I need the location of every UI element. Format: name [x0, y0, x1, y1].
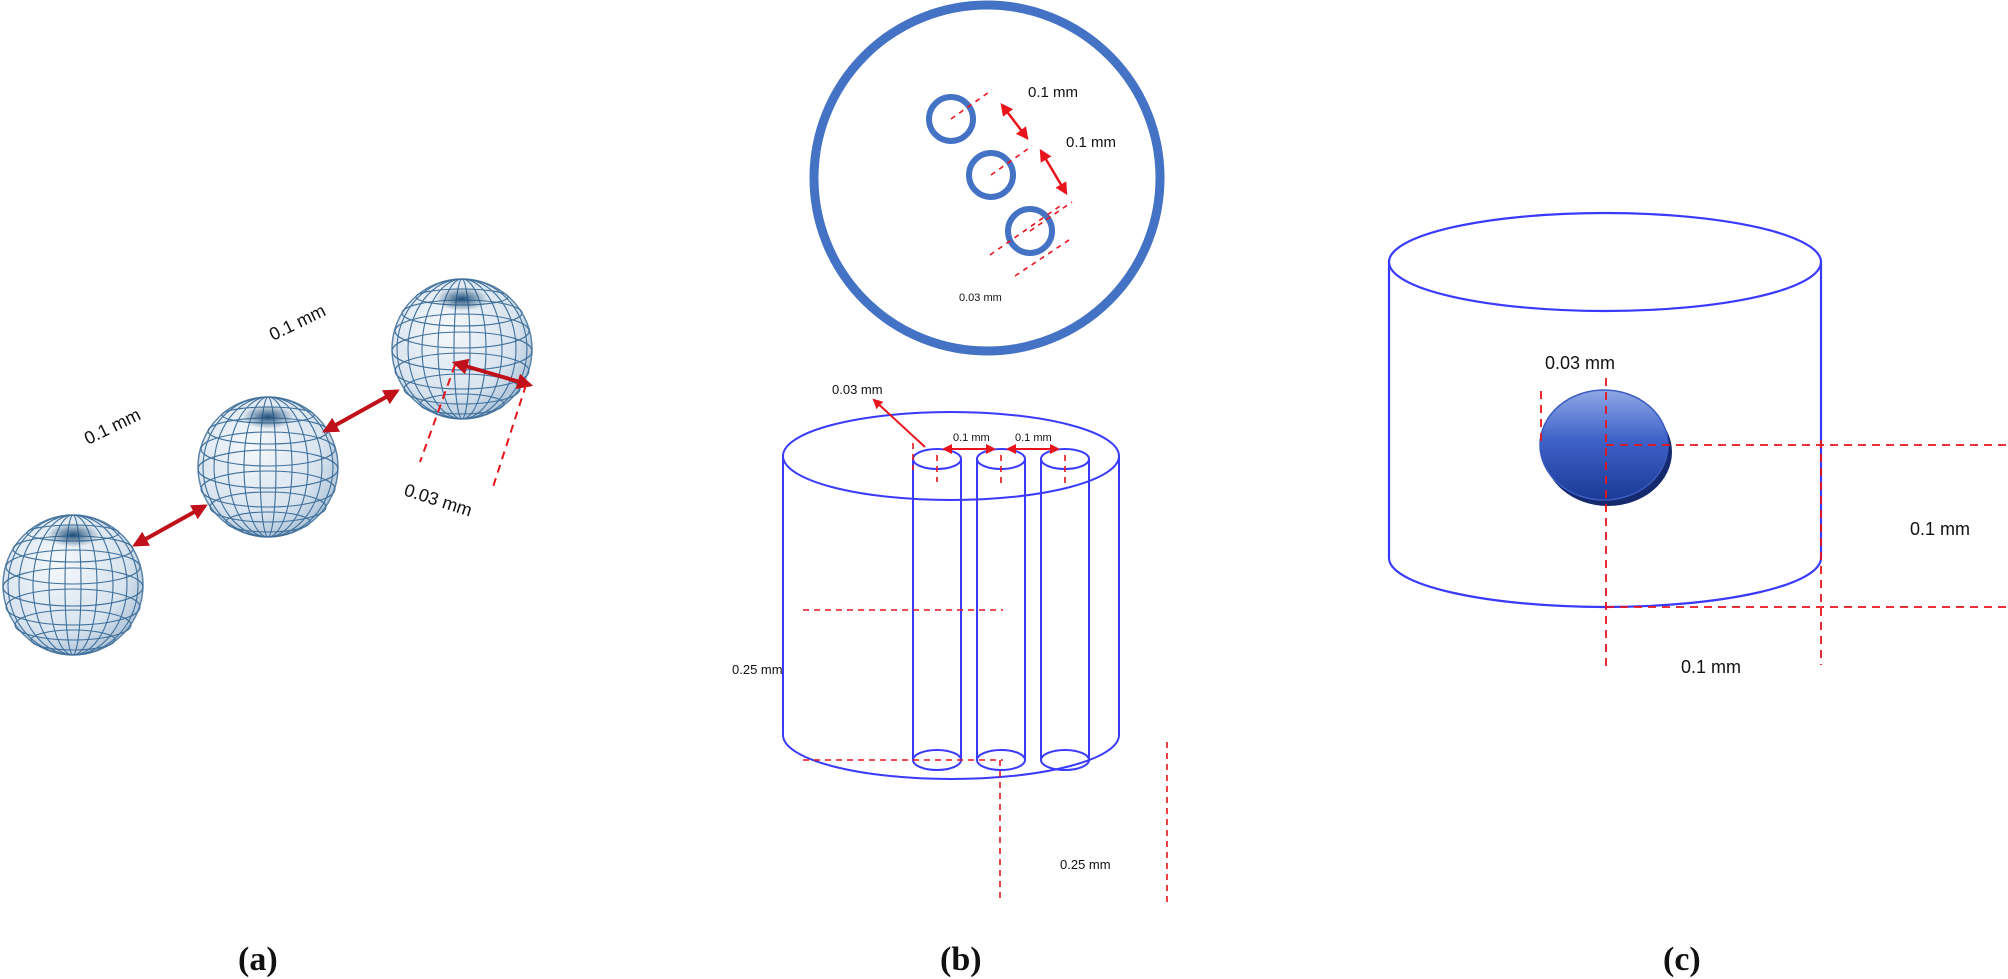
rod-diameter-arrow: [872, 398, 926, 448]
diameter-label: 0.03 mm: [402, 480, 475, 521]
panel-label-b: (b): [940, 941, 982, 978]
diameter-arrow: [451, 358, 534, 390]
top-gap-arrow-2: [1039, 148, 1068, 196]
gap-label-2: 0.1 mm: [266, 300, 329, 344]
panel-label-c: (c): [1663, 941, 1701, 978]
gap-arrow-1: [132, 504, 208, 547]
width-label: 0.1 mm: [1681, 657, 1741, 677]
hole-1: [926, 94, 976, 144]
top-diameter-label: 0.03 mm: [959, 292, 1002, 304]
top-gap-arrow-1: [1000, 103, 1029, 140]
panel-a: 0.1 mm 0.1 mm 0.03 mm: [2, 278, 534, 656]
diameter-label: 0.03 mm: [1545, 353, 1615, 373]
outer-ring: [809, 0, 1165, 356]
panel-label-a: (a): [238, 941, 278, 978]
sphere-3: [391, 278, 533, 420]
cylinder-bottom: [1387, 557, 1823, 609]
rod-3-bottom: [1040, 749, 1090, 771]
gap-arrow-2: [322, 389, 400, 433]
panel-c: 0.03 mm 0.1 mm 0.1 mm: [1387, 211, 2006, 677]
panel-b-top-view: 0.1 mm 0.1 mm 0.03 mm: [809, 0, 1165, 356]
rod-2-bottom: [976, 749, 1026, 771]
height-label: 0.1 mm: [1910, 519, 1970, 539]
outer-cylinder-bottom: [782, 734, 1120, 780]
rod-diameter-label: 0.03 mm: [832, 382, 883, 397]
sphere-2: [197, 396, 339, 538]
top-gap-label-2: 0.1 mm: [1066, 134, 1116, 151]
top-gap-label-1: 0.1 mm: [1028, 84, 1078, 101]
outer-cylinder-top: [782, 411, 1120, 501]
rod-gap-label-1: 0.1 mm: [953, 432, 990, 444]
diameter-extension-right: [492, 384, 527, 488]
gap-label-1: 0.1 mm: [81, 404, 144, 448]
diameter-extension-left: [419, 364, 456, 463]
sphere-1: [2, 514, 144, 656]
hole-2: [966, 150, 1016, 200]
width-label: 0.25 mm: [1060, 857, 1111, 872]
cylinder-top: [1387, 211, 1823, 313]
height-label: 0.25 mm: [732, 662, 783, 677]
panel-b-3d-view: 0.03 mm 0.1 mm 0.1 mm 0.25 mm 0.25 mm: [732, 382, 1168, 902]
rod-gap-label-2: 0.1 mm: [1015, 432, 1052, 444]
hole-3: [1005, 206, 1055, 256]
